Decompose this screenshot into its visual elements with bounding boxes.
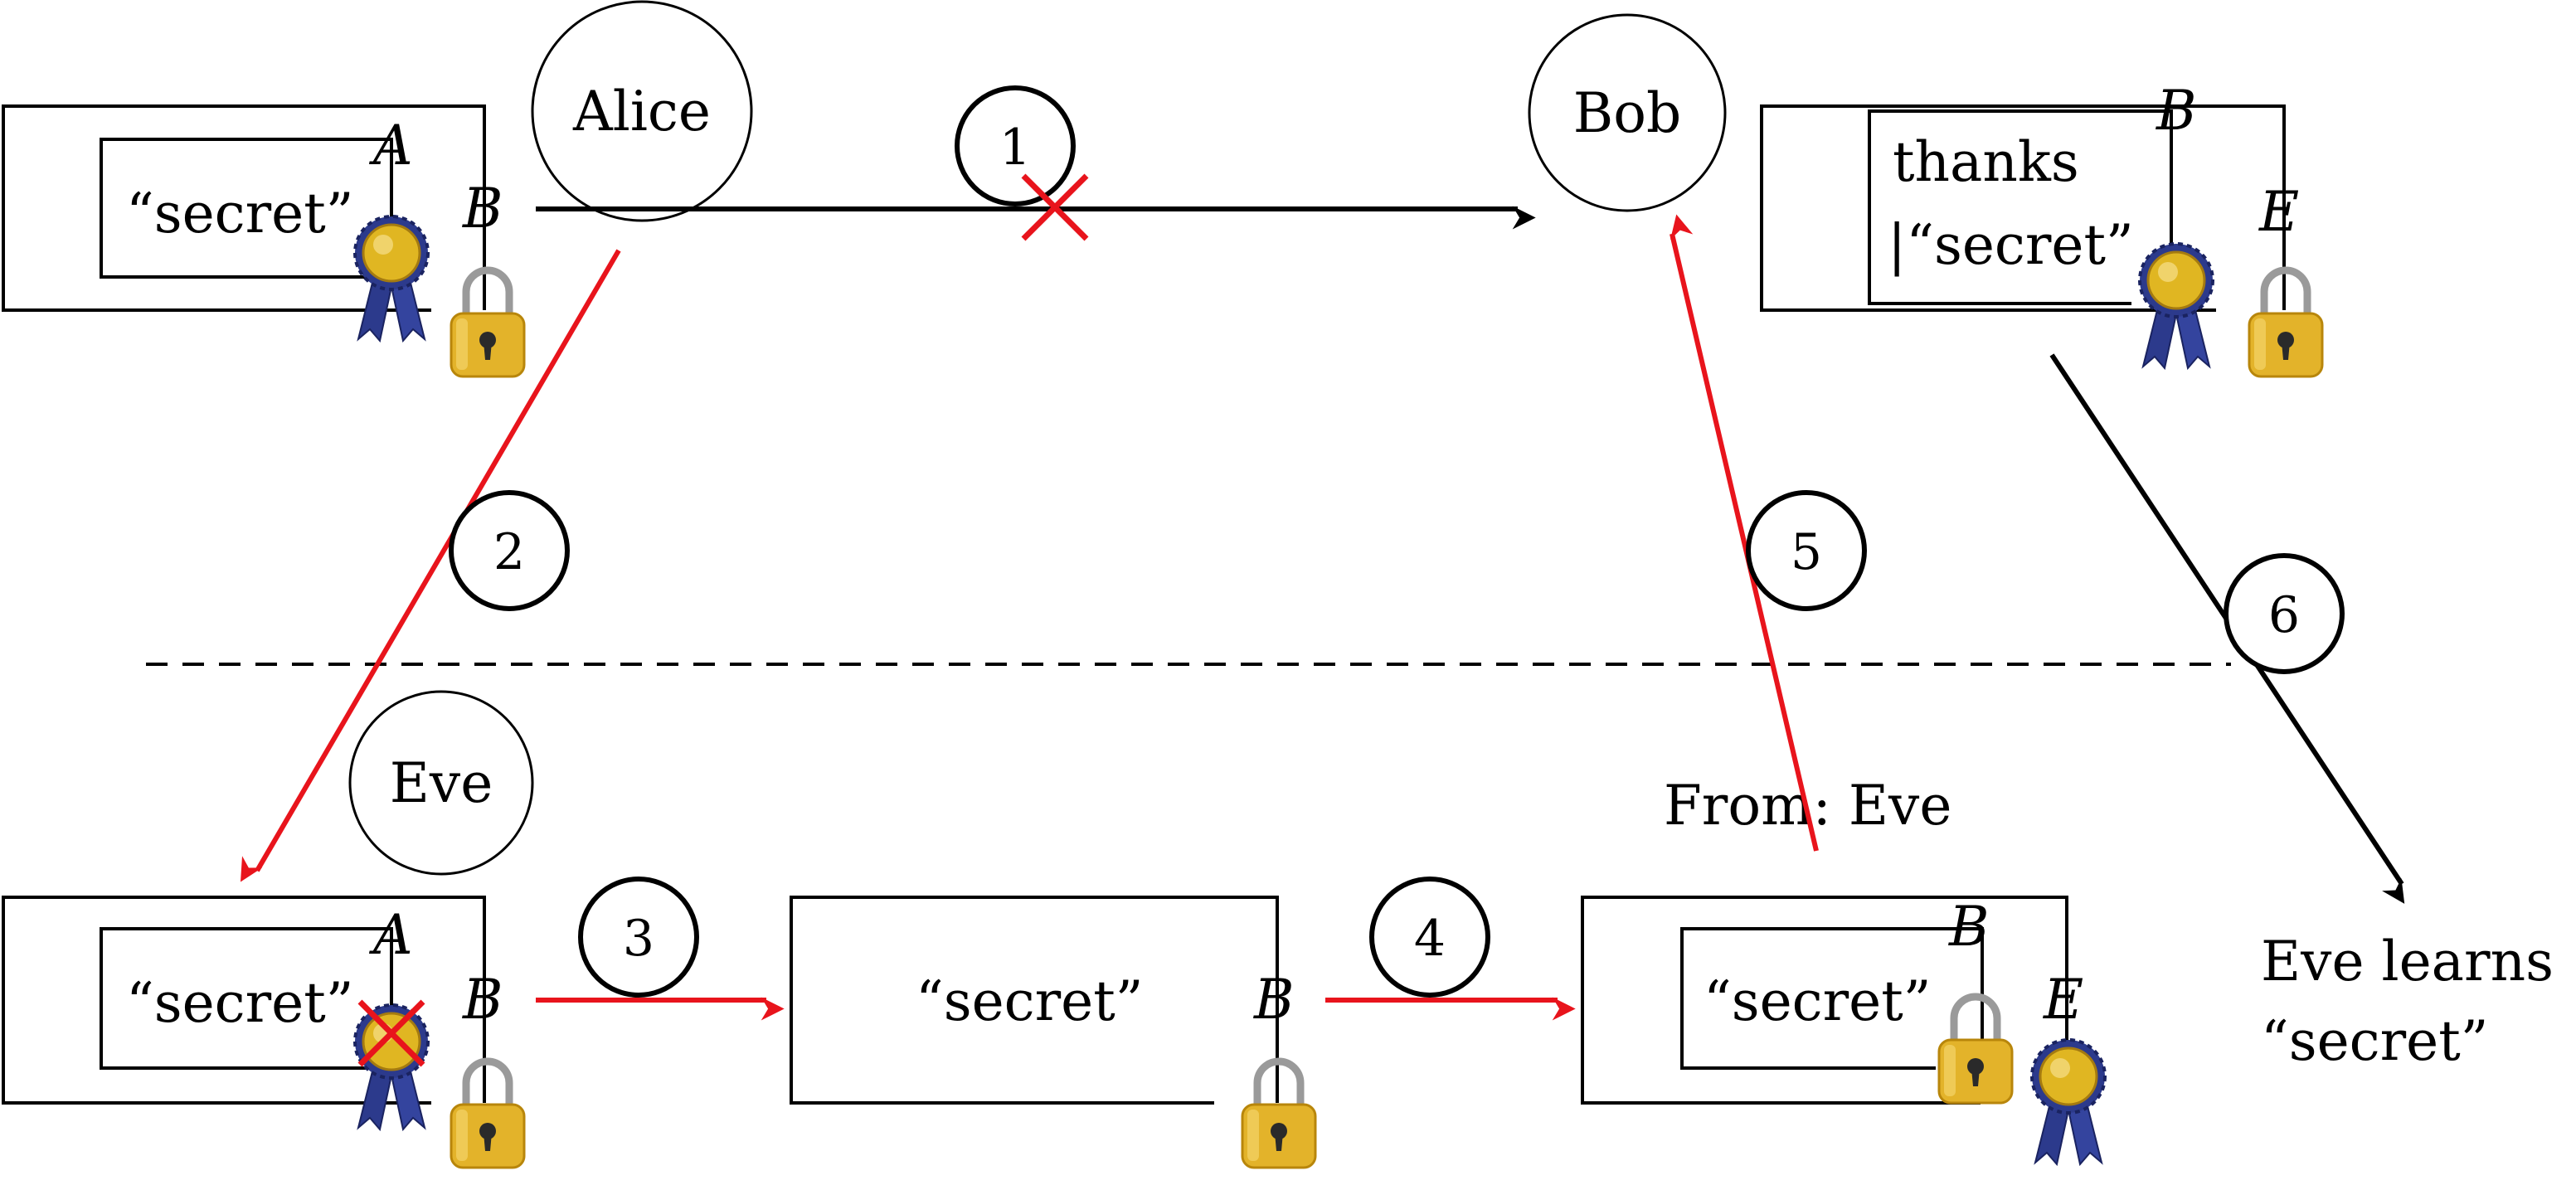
step-1: 1 (955, 85, 1076, 206)
step-5-label: 5 (1791, 523, 1822, 581)
key-label-b: B (462, 968, 503, 1032)
step-3-label: 3 (623, 910, 654, 968)
key-label-b: B (1253, 968, 1295, 1032)
thanks-text: thanks (1893, 130, 2079, 194)
alice-node: Alice (531, 0, 753, 222)
step-2: 2 (449, 490, 570, 611)
key-label-b: B (462, 177, 503, 240)
step-1-label: 1 (999, 119, 1031, 177)
eve-learns-text: Eve learns (2261, 930, 2554, 993)
eve-learns-secret-text: “secret” (2261, 1009, 2489, 1073)
step-6: 6 (2224, 553, 2345, 674)
step-3: 3 (578, 877, 699, 998)
seal-ribbon-icon (353, 1003, 430, 1131)
lock-icon (451, 270, 524, 376)
alice-label: Alice (572, 80, 711, 143)
step-5: 5 (1746, 490, 1867, 611)
key-label-a: A (368, 903, 413, 967)
opened-envelope: “secret” B (790, 896, 1315, 1168)
alice-envelope: “secret” A B (2, 104, 524, 376)
key-label-a: A (368, 114, 413, 177)
step-2-label: 2 (493, 523, 525, 581)
seal-ribbon-icon (2138, 242, 2214, 370)
arrow-eve-to-bob (1670, 214, 1819, 852)
secret-text: “secret” (1704, 969, 1932, 1033)
secret-text: “secret” (916, 969, 1144, 1033)
secret-text: “secret” (126, 971, 354, 1035)
bob-label: Bob (1573, 81, 1682, 145)
reply-envelope: thanks |“secret” B E (1760, 79, 2322, 376)
key-label-e: E (2258, 180, 2299, 244)
thanks-secret-text: |“secret” (1888, 213, 2134, 277)
seal-ribbon-icon (353, 215, 430, 342)
bob-node: Bob (1528, 13, 1727, 212)
key-label-b: B (1948, 895, 1990, 959)
intercepted-envelope: “secret” A B (2, 896, 524, 1168)
key-label-e: E (2043, 968, 2083, 1032)
forged-envelope: “secret” B E (1581, 895, 2107, 1166)
step-4-label: 4 (1414, 910, 1446, 968)
key-label-b: B (2156, 79, 2197, 143)
seal-ribbon-icon (2030, 1038, 2107, 1166)
eve-node: Eve (348, 690, 534, 876)
eve-label: Eve (390, 751, 493, 815)
arrow-alice-to-eve (241, 249, 621, 882)
secret-text: “secret” (126, 182, 354, 245)
step-6-label: 6 (2268, 586, 2300, 644)
step-4: 4 (1369, 877, 1490, 998)
lock-icon (451, 1061, 524, 1168)
lock-icon (1939, 997, 2012, 1103)
